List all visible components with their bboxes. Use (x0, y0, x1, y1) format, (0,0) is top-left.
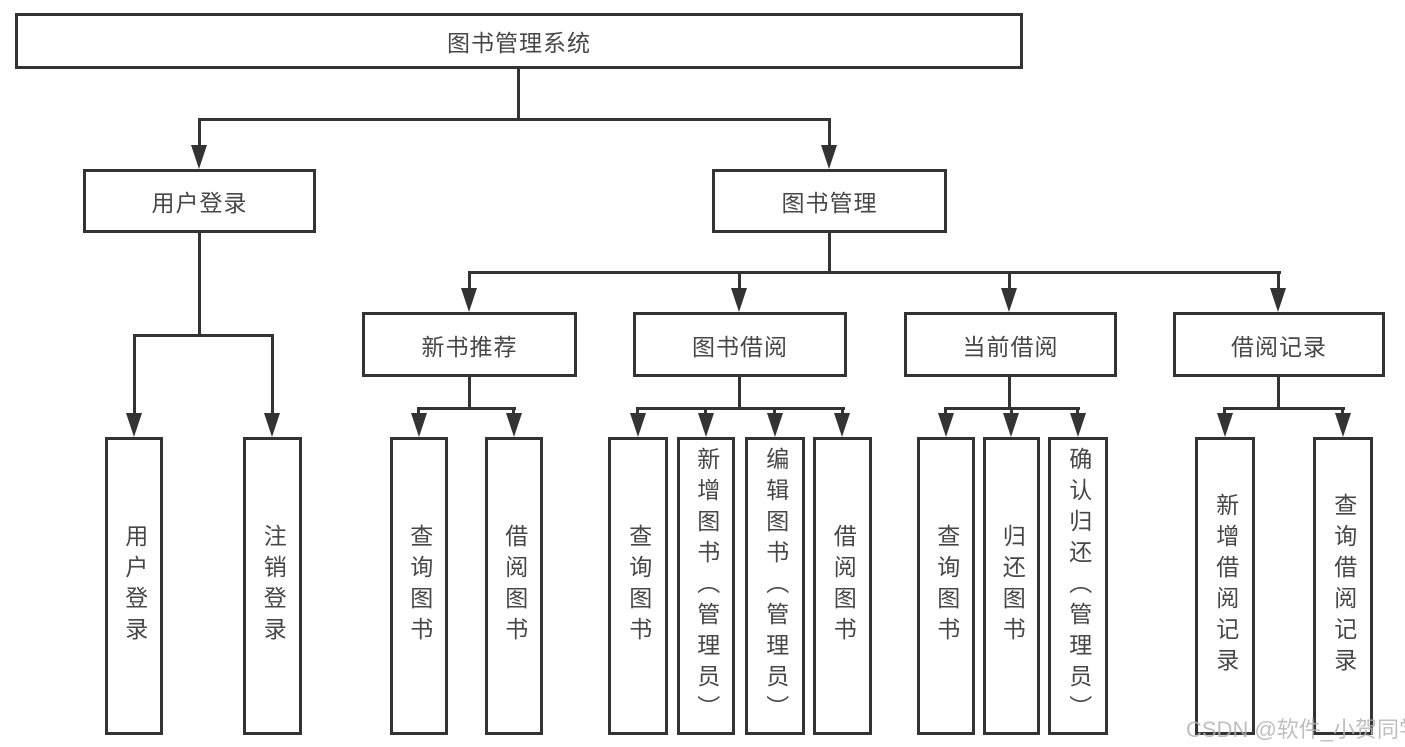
arrowhead-down-icon (630, 413, 646, 437)
connector-line (1223, 407, 1345, 410)
node-user-login: 用户登录 (83, 169, 316, 233)
arrowhead-down-icon (698, 413, 714, 437)
connector-line (1277, 271, 1280, 291)
arrowhead-down-icon (264, 413, 280, 437)
leaf-label: 新增借阅记录 (1212, 493, 1239, 679)
connector-line (1341, 407, 1344, 417)
connector-line (636, 407, 845, 410)
connector-line (704, 407, 707, 417)
connector-line (1223, 407, 1226, 417)
arrowhead-down-icon (1335, 413, 1351, 437)
connector-line (468, 271, 1281, 274)
leaf-query-books-recommend: 查询图书 (390, 437, 448, 735)
leaf-confirm-return-admin: 确认归还（管理员） (1048, 437, 1108, 735)
arrowhead-down-icon (461, 288, 477, 312)
leaf-label: 用户登录 (121, 524, 148, 648)
csdn-watermark: CSDN @软件_小贺同学 (1186, 717, 1405, 742)
leaf-label: 注销登录 (260, 524, 287, 648)
connector-line (198, 118, 830, 121)
arrowhead-down-icon (834, 413, 850, 437)
leaf-label: 借阅图书 (501, 524, 528, 648)
arrowhead-down-icon (1003, 413, 1019, 437)
leaf-edit-books-admin: 编辑图书（管理员） (745, 437, 805, 735)
arrowhead-down-icon (126, 413, 142, 437)
connector-line (636, 407, 639, 417)
leaf-query-borrow-record: 查询借阅记录 (1313, 437, 1373, 735)
leaf-label: 查询图书 (625, 524, 652, 648)
connector-line (468, 271, 471, 291)
arrowhead-down-icon (731, 288, 747, 312)
connector-line (417, 407, 420, 417)
node-label: 当前借阅 (962, 333, 1059, 360)
leaf-user-login: 用户登录 (105, 437, 163, 735)
connector-line (198, 118, 201, 148)
leaf-logout: 注销登录 (243, 437, 302, 735)
arrowhead-down-icon (411, 413, 427, 437)
connector-line (517, 69, 520, 121)
connector-line (512, 407, 515, 417)
leaf-label: 借阅图书 (830, 524, 857, 648)
connector-line (773, 407, 776, 417)
connector-line (1277, 377, 1280, 410)
leaf-label: 查询图书 (933, 524, 960, 648)
arrowhead-down-icon (506, 413, 522, 437)
connector-line (198, 233, 201, 337)
leaf-borrow-books-recommend: 借阅图书 (485, 437, 543, 735)
arrowhead-down-icon (1001, 288, 1017, 312)
connector-line (738, 377, 741, 410)
leaf-label: 确认归还（管理员） (1065, 446, 1092, 726)
leaf-label: 归还图书 (999, 524, 1026, 648)
arrowhead-down-icon (821, 145, 837, 169)
arrowhead-down-icon (191, 145, 207, 169)
leaf-return-books: 归还图书 (983, 437, 1040, 735)
connector-line (133, 334, 274, 337)
node-label: 图书管理系统 (447, 30, 591, 56)
leaf-borrow-books-borrowing: 借阅图书 (813, 437, 872, 735)
arrowhead-down-icon (938, 413, 954, 437)
connector-line (944, 407, 947, 417)
leaf-add-borrow-record: 新增借阅记录 (1195, 437, 1255, 735)
node-label: 新书推荐 (421, 333, 518, 360)
arrowhead-down-icon (767, 413, 783, 437)
node-library-management-system: 图书管理系统 (15, 13, 1023, 69)
connector-line (468, 377, 471, 410)
connector-line (271, 334, 274, 416)
leaf-query-books-current: 查询图书 (917, 437, 975, 735)
connector-line (1008, 377, 1011, 410)
leaf-add-books-admin: 新增图书（管理员） (677, 437, 735, 735)
connector-line (1010, 407, 1013, 417)
connector-line (828, 118, 831, 148)
connector-line (738, 271, 741, 291)
connector-line (133, 334, 136, 416)
node-label: 图书借阅 (692, 333, 788, 360)
arrowhead-down-icon (1217, 413, 1233, 437)
leaf-label: 查询借阅记录 (1330, 493, 1357, 679)
node-label: 图书管理 (781, 190, 878, 216)
leaf-label: 查询图书 (406, 524, 433, 648)
arrowhead-down-icon (1270, 288, 1286, 312)
leaf-label: 新增图书（管理员） (693, 446, 720, 726)
leaf-query-books-borrowing: 查询图书 (608, 437, 668, 735)
node-current-borrowing: 当前借阅 (904, 312, 1117, 377)
node-label: 借阅记录 (1231, 333, 1327, 360)
node-book-borrowing: 图书借阅 (633, 312, 847, 377)
node-new-book-recommendation: 新书推荐 (362, 312, 577, 377)
node-book-management: 图书管理 (712, 169, 947, 233)
connector-line (828, 233, 831, 274)
connector-line (1008, 271, 1011, 291)
connector-line (417, 407, 516, 410)
node-label: 用户登录 (151, 190, 248, 216)
node-borrowing-records: 借阅记录 (1173, 312, 1385, 377)
leaf-label: 编辑图书（管理员） (762, 446, 789, 726)
connector-line (1076, 407, 1079, 417)
arrowhead-down-icon (1070, 413, 1086, 437)
connector-line (841, 407, 844, 417)
